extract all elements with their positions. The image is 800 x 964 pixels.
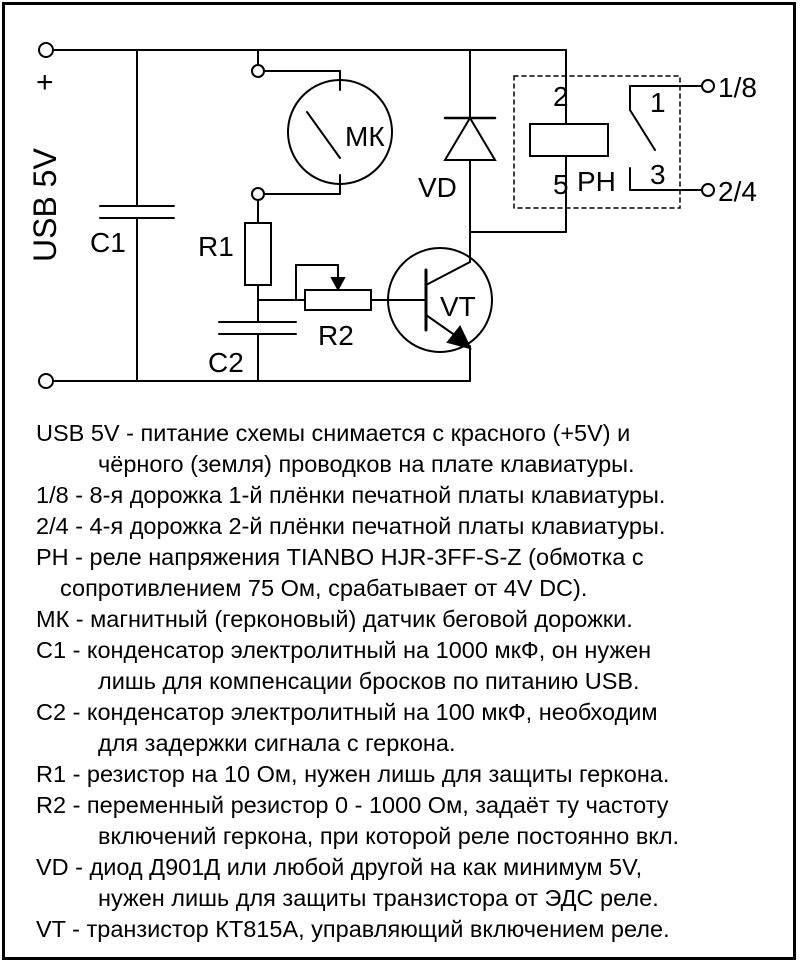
legend-line: для задержки сигнала с геркона. [98,730,456,756]
terminal-out-1-8 [701,79,715,93]
label-out-2-4: 2/4 [718,176,757,207]
legend-entry-mk: МК - магнитный (герконовый) датчик бегов… [36,604,786,635]
legend-entry-r1: R1 - резистор на 10 Ом, нужен лишь для з… [36,759,786,790]
label-plus: + [36,66,54,99]
legend-line: МК - магнитный (герконовый) датчик бегов… [36,606,633,632]
label-vd: VD [418,172,457,203]
legend-line: C1 - конденсатор электролитный на 1000 м… [36,637,652,663]
legend-entry-vd: VD - диод Д901Д или любой другой на как … [36,852,786,914]
legend-line: чёрного (земля) проводков на плате клави… [98,451,635,477]
r1-body [244,222,272,286]
label-out-1-8: 1/8 [718,72,757,103]
legend-line: 1/8 - 8-я дорожка 1-й плёнки печатной пл… [36,482,666,508]
legend-line: нужен лишь для защиты транзистора от ЭДС… [98,885,659,911]
legend-line: сопротивлением 75 Ом, срабатывает от 4V … [60,575,588,601]
component-legend: USB 5V - питание схемы снимается с красн… [36,418,786,945]
legend-line: VD - диод Д901Д или любой другой на как … [36,854,643,880]
relay-switch-blade [629,109,656,151]
terminal-mk-top [251,64,265,78]
label-pin2: 2 [553,81,569,112]
label-pin1: 1 [650,87,666,118]
r2-wiper-arrow [330,277,346,292]
label-mk: МК [345,121,385,152]
legend-line: USB 5V - питание схемы снимается с красн… [36,420,631,446]
relay-coil [529,123,609,157]
label-ph: PH [577,166,616,197]
mk-contact-blade [306,111,341,159]
vt-body [387,247,493,353]
label-r2: R2 [318,320,354,351]
legend-line: лишь для компенсации бросков по питанию … [98,668,640,694]
label-power: USB 5V [27,148,63,262]
label-r1: R1 [198,231,234,262]
terminal-mk-bottom [251,187,265,201]
legend-entry-1-8: 1/8 - 8-я дорожка 1-й плёнки печатной пл… [36,480,786,511]
r2-body [304,289,372,311]
vt-emitter-arrow [446,325,472,350]
label-c2: C2 [208,347,244,378]
terminal-out-2-4 [701,183,715,197]
legend-entry-2-4: 2/4 - 4-я дорожка 2-й плёнки печатной пл… [36,511,786,542]
vt-collector-lead [425,261,471,286]
legend-line: R2 - переменный резистор 0 - 1000 Ом, за… [36,792,669,818]
legend-line: PH - реле напряжения TIANBO HJR-3FF-S-Z … [36,544,644,570]
legend-line: 2/4 - 4-я дорожка 2-й плёнки печатной пл… [36,513,666,539]
relay-housing [513,75,681,209]
legend-line: C2 - конденсатор электролитный на 100 мк… [36,699,658,725]
legend-line: R1 - резистор на 10 Ом, нужен лишь для з… [36,761,670,787]
legend-entry-vt: VT - транзистор КТ815А, управляющий вклю… [36,914,786,945]
legend-entry-usb: USB 5V - питание схемы снимается с красн… [36,418,786,480]
label-vt: VT [440,291,476,322]
legend-entry-c2: C2 - конденсатор электролитный на 100 мк… [36,697,786,759]
legend-entry-r2: R2 - переменный резистор 0 - 1000 Ом, за… [36,790,786,852]
label-c1: C1 [90,227,126,258]
vd-triangle [443,116,497,161]
legend-entry-c1: C1 - конденсатор электролитный на 1000 м… [36,635,786,697]
schematic: USB 5V + C1 R1 C2 R2 МК VD VT PH 2 5 1 3… [27,42,757,389]
legend-line: включений геркона, при которой реле пост… [98,823,680,849]
terminal-ground [38,373,54,389]
legend-entry-ph: PH - реле напряжения TIANBO HJR-3FF-S-Z … [36,542,786,604]
terminal-plus [38,42,54,58]
label-pin5: 5 [553,169,569,200]
label-pin3: 3 [650,159,666,190]
legend-line: VT - транзистор КТ815А, управляющий вклю… [36,916,670,942]
